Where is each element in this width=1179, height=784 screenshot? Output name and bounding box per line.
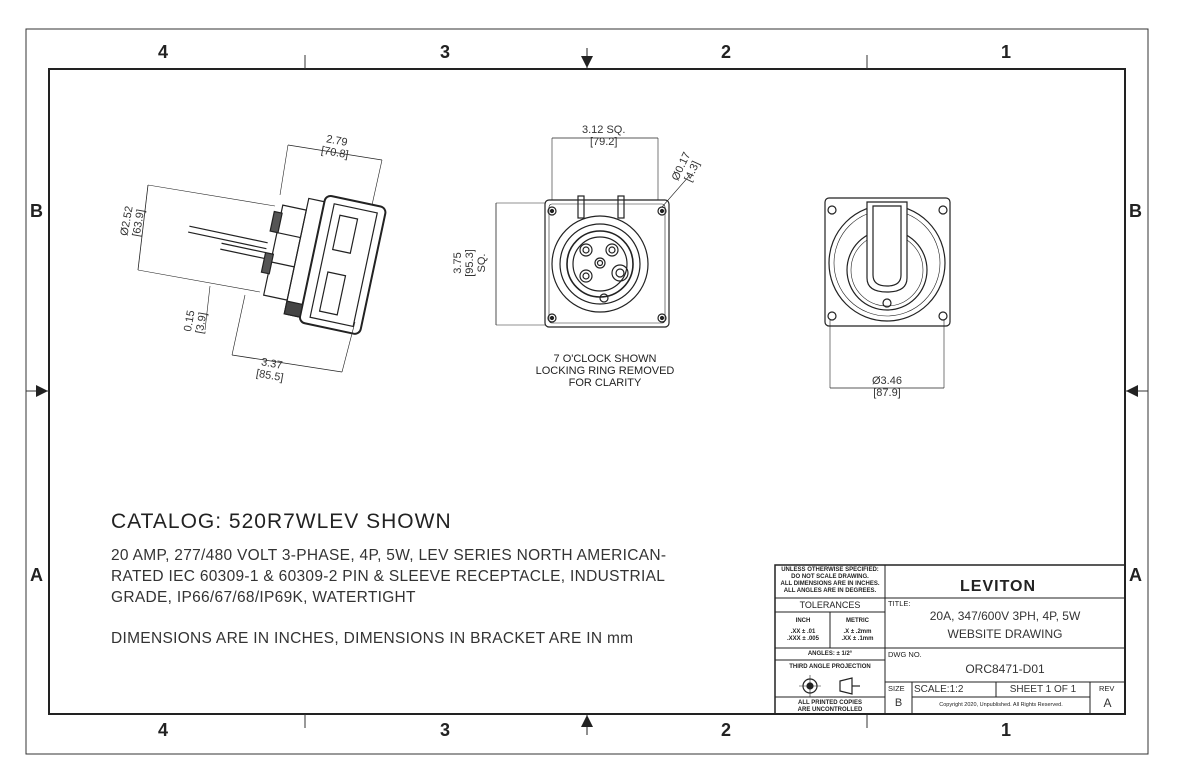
rear-view-drawing — [824, 197, 951, 389]
front-height-mm: [95.3] — [463, 249, 476, 277]
side-offset-dim: 0.15 [3.9] — [182, 309, 209, 334]
front-note-line2: LOCKING RING REMOVED — [535, 365, 675, 377]
front-note-line1: 7 O'CLOCK SHOWN — [553, 353, 657, 365]
tb-size: B — [894, 697, 903, 709]
tb-angles: ANGLES: ± 1/2° — [807, 651, 853, 657]
title-block-frame — [774, 564, 1126, 715]
rear-dia-mm: [87.9] — [873, 387, 901, 399]
front-square-mm: [79.2] — [589, 136, 618, 148]
catalog-heading: CATALOG: 520R7WLEV SHOWN — [111, 510, 452, 533]
tb-unless-specified: UNLESS OTHERWISE SPECIFIED: DO NOT SCALE… — [776, 567, 884, 595]
front-square-in: 3.12 SQ. — [582, 124, 626, 136]
leviton-logo: LEVITON — [960, 578, 1037, 595]
tb-metric-tol-1: .X ± .2mm — [843, 629, 872, 635]
tb-inch-tol-1: .XX ± .01 — [790, 629, 816, 635]
zone-col-2-bottom: 2 — [721, 720, 732, 740]
projection-symbol — [799, 675, 860, 697]
tb-copyright: Copyright 2020, Unpublished. All Rights … — [939, 702, 1063, 708]
tb-printed-line1: ALL PRINTED COPIES — [798, 700, 862, 706]
tb-unless-line1: UNLESS OTHERWISE SPECIFIED: — [781, 567, 879, 573]
tb-unless-line2: DO NOT SCALE DRAWING. — [791, 574, 869, 580]
description-line-2: RATED IEC 60309-1 & 60309-2 PIN & SLEEVE… — [111, 568, 666, 585]
description-line-1: 20 AMP, 277/480 VOLT 3-PHASE, 4P, 5W, LE… — [111, 547, 667, 564]
tb-dwg-no: ORC8471-D01 — [965, 662, 1045, 676]
tb-inch-tolerances: .XX ± .01 .XXX ± .005 — [776, 629, 830, 643]
tb-title-label: TITLE: — [888, 599, 911, 608]
front-height-dim: 3.75 [95.3] SQ. — [452, 249, 488, 277]
zone-col-4-bottom: 4 — [158, 720, 169, 740]
front-view-drawing — [495, 137, 691, 328]
zone-col-1-top: 1 — [1001, 42, 1012, 62]
zone-col-1-bottom: 1 — [1001, 720, 1012, 740]
tb-sheet: SHEET 1 OF 1 — [1009, 684, 1077, 695]
zone-row-a-left: A — [30, 565, 43, 585]
tb-unless-line3: ALL DIMENSIONS ARE IN INCHES. — [780, 581, 880, 587]
tb-rev: A — [1103, 696, 1112, 710]
tb-scale: SCALE:1:2 — [914, 684, 964, 695]
front-height-sq: SQ. — [475, 253, 488, 273]
front-note-line3: FOR CLARITY — [568, 377, 642, 389]
tb-printed-line2: ARE UNCONTROLLED — [797, 707, 863, 713]
side-width-dim: 2.79 [70.8] — [320, 133, 351, 161]
rear-dia-dim: Ø3.46 [87.9] — [872, 375, 902, 399]
tb-tolerances: TOLERANCES — [799, 600, 861, 610]
tb-rev-label: REV — [1099, 684, 1115, 693]
front-square-dim: 3.12 SQ. [79.2] — [582, 124, 625, 148]
tb-metric-tol-2: .XX ± .1mm — [841, 636, 874, 642]
tb-metric-tolerances: .X ± .2mm .XX ± .1mm — [830, 629, 885, 643]
centering-arrows — [36, 48, 1138, 735]
tb-inch-tol-2: .XXX ± .005 — [787, 636, 819, 642]
zone-col-4-top: 4 — [158, 42, 169, 62]
front-view-note: 7 O'CLOCK SHOWN LOCKING RING REMOVED FOR… — [520, 353, 690, 389]
side-dia-dim: Ø2.52 [63.9] — [119, 205, 148, 239]
rear-dia-in: Ø3.46 — [872, 375, 902, 387]
tb-unless-line4: ALL ANGLES ARE IN DEGREES. — [783, 588, 877, 594]
zone-row-b-left: B — [30, 201, 43, 221]
description-line-3: GRADE, IP66/67/68/IP69K, WATERTIGHT — [111, 589, 416, 606]
tb-title-line1: 20A, 347/600V 3PH, 4P, 5W — [929, 609, 1081, 623]
front-height-in: 3.75 — [451, 252, 464, 274]
tb-projection: THIRD ANGLE PROJECTION — [789, 664, 871, 670]
zone-col-3-bottom: 3 — [440, 720, 451, 740]
zone-row-b-right: B — [1129, 201, 1142, 221]
tb-size-label: SIZE — [888, 684, 905, 693]
units-note: DIMENSIONS ARE IN INCHES, DIMENSIONS IN … — [111, 630, 634, 647]
tb-printed-copies: ALL PRINTED COPIES ARE UNCONTROLLED — [776, 700, 884, 714]
tb-dwg-label: DWG NO. — [888, 650, 922, 659]
zone-col-2-top: 2 — [721, 42, 732, 62]
tb-title-line2: WEBSITE DRAWING — [947, 627, 1063, 641]
side-length-dim: 3.37 [85.5] — [255, 356, 286, 384]
tb-inch-header: INCH — [795, 618, 811, 624]
zone-col-3-top: 3 — [440, 42, 451, 62]
tb-metric-header: METRIC — [846, 618, 869, 624]
zone-row-a-right: A — [1129, 565, 1142, 585]
side-view-drawing — [137, 144, 387, 373]
